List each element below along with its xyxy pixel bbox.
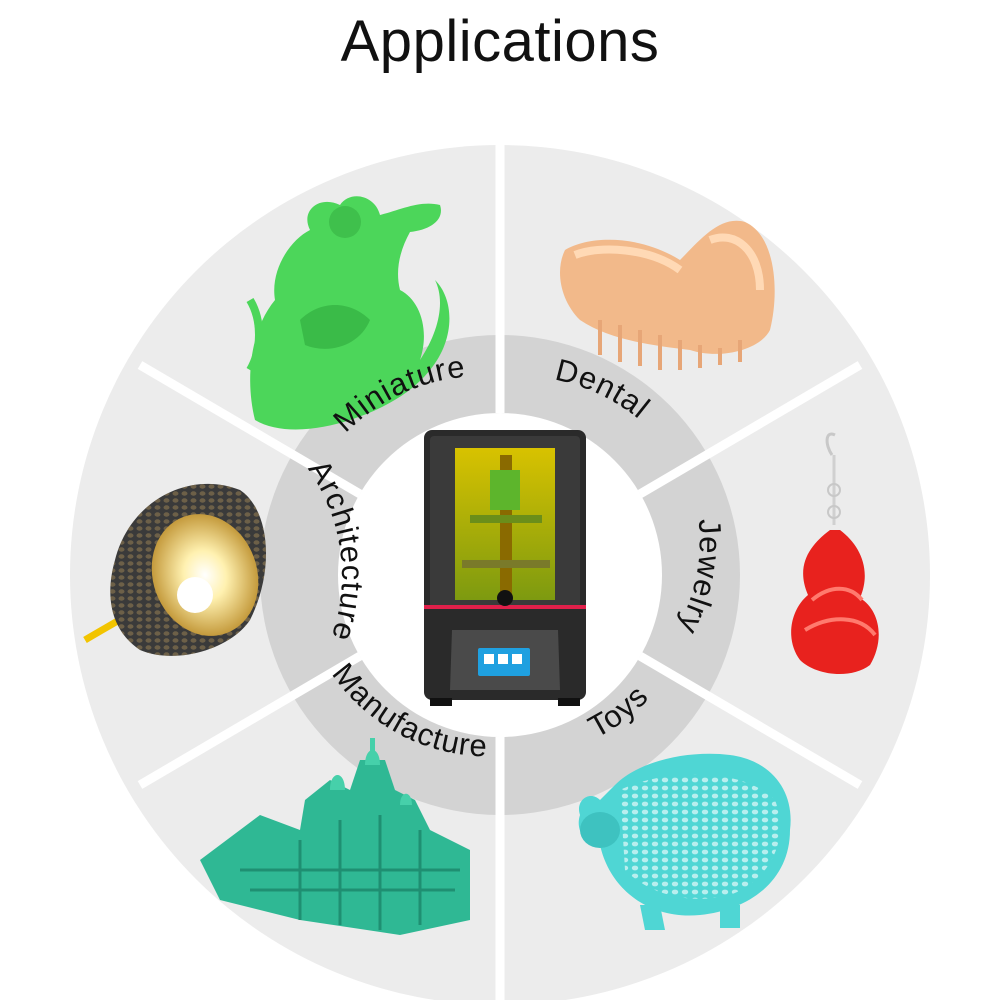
page-title: Applications	[340, 9, 660, 74]
dental-model-icon	[560, 220, 775, 370]
resin-printer-icon	[424, 430, 586, 706]
piggy-bank-icon	[578, 753, 791, 930]
earring-icon	[791, 432, 879, 675]
segment-dividers	[137, 145, 863, 1000]
hulk-figure-icon	[246, 196, 450, 430]
lamp-icon	[83, 483, 267, 656]
building-model-icon	[200, 738, 470, 935]
